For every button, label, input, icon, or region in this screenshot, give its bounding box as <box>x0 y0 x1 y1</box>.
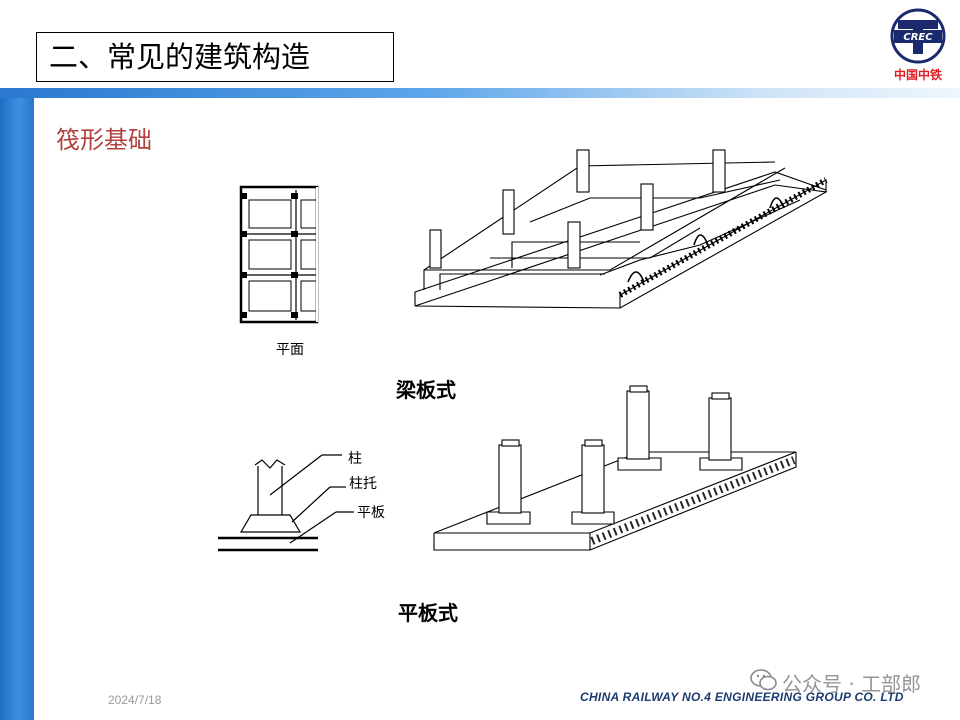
header-divider-band <box>0 88 960 98</box>
flat-slab-section-drawing <box>218 454 354 552</box>
caption-flat-slab: 平板式 <box>398 601 458 625</box>
caption-beam-slab: 梁板式 <box>396 378 456 402</box>
plan-view-label: 平面 <box>276 342 304 358</box>
callout-column-cap: 柱托 <box>349 476 377 492</box>
left-accent-bar <box>0 88 34 720</box>
company-footer: CHINA RAILWAY NO.4 ENGINEERING GROUP CO.… <box>580 690 904 704</box>
plan-view-drawing <box>239 185 319 324</box>
logo-text: 中国中铁 <box>893 68 942 82</box>
slide-date: 2024/7/18 <box>108 693 162 707</box>
callout-flat-slab: 平板 <box>357 505 385 521</box>
page-title: 二、常见的建筑构造 <box>36 32 394 82</box>
beam-slab-isometric-drawing <box>414 149 828 309</box>
logo-emblem-text: CREC <box>903 32 933 43</box>
flat-slab-isometric-drawing <box>433 385 797 551</box>
callout-column: 柱 <box>348 451 362 467</box>
company-logo: CREC 中国中铁 <box>886 8 950 88</box>
crec-emblem-icon: CREC <box>890 8 946 64</box>
watermark-text: 公众号 · 工部郎 <box>782 672 922 696</box>
wechat-icon <box>750 669 777 691</box>
section-title: 筏形基础 <box>56 126 152 154</box>
